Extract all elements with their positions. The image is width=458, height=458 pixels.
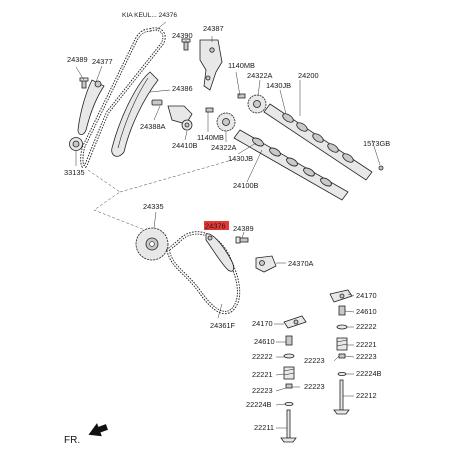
label-24410B[interactable]: 24410B xyxy=(172,141,198,150)
label-22223-left-2[interactable]: 22223 xyxy=(304,382,325,391)
label-24376-highlight[interactable]: 24376 xyxy=(205,222,226,231)
label-1140MB-top[interactable]: 1140MB xyxy=(228,61,255,70)
label-1430JB-mid[interactable]: 1430JB xyxy=(228,154,253,163)
camshaft-24200[interactable] xyxy=(263,103,373,181)
label-22221-left[interactable]: 22221 xyxy=(252,370,273,379)
label-22223-right[interactable]: 22223 xyxy=(356,352,377,361)
intake-valve-22211[interactable] xyxy=(280,409,297,443)
cam-sprocket-24322A-top[interactable] xyxy=(247,94,267,114)
exhaust-valve-22212[interactable] xyxy=(333,379,350,415)
label-22222-right[interactable]: 22222 xyxy=(356,322,377,331)
rocker-arm-24170-right[interactable] xyxy=(329,289,353,303)
label-1140MB-mid[interactable]: 1140MB xyxy=(197,133,224,142)
upper-timing-chain[interactable] xyxy=(80,27,166,169)
reference-line xyxy=(87,169,151,233)
label-24387[interactable]: 24387 xyxy=(203,24,224,33)
cam-sprocket-24322A-mid[interactable] xyxy=(216,112,236,132)
retainer-22222-left[interactable] xyxy=(283,353,295,359)
seat-22224B-left[interactable] xyxy=(284,401,294,406)
seat-22224B-right[interactable] xyxy=(337,371,347,376)
seal-22223-left[interactable] xyxy=(285,383,293,389)
front-direction-label: FR. xyxy=(64,435,80,446)
plug-1573GB[interactable] xyxy=(378,165,384,171)
label-24335[interactable]: 24335 xyxy=(143,202,164,211)
label-22212[interactable]: 22212 xyxy=(356,391,377,400)
front-arrow-icon xyxy=(88,423,108,437)
label-22224B-left[interactable]: 22224B xyxy=(246,400,272,409)
crank-sprocket-33135[interactable] xyxy=(69,137,83,151)
label-22221-right[interactable]: 22221 xyxy=(356,340,377,349)
label-24390[interactable]: 24390 xyxy=(172,31,193,40)
upper-chain-guide-24386[interactable] xyxy=(111,71,159,157)
label-22211[interactable]: 22211 xyxy=(254,423,274,432)
bracket-24387[interactable] xyxy=(199,39,223,91)
retainer-22222-right[interactable] xyxy=(336,324,348,330)
chain-guide-24376[interactable] xyxy=(205,233,234,272)
label-22223-left[interactable]: 22223 xyxy=(252,386,273,395)
bolt-24389-top[interactable] xyxy=(79,77,89,89)
leader-lines xyxy=(75,21,381,429)
bolt-1140MB-mid[interactable] xyxy=(205,107,214,113)
label-24610-left[interactable]: 24610 xyxy=(254,337,275,346)
label-24361F[interactable]: 24361F xyxy=(210,321,236,330)
label-24100B[interactable]: 24100B xyxy=(233,181,259,190)
label-24170-left[interactable]: 24170 xyxy=(252,319,273,328)
tensioner-24388A[interactable] xyxy=(151,99,193,125)
label-24322A-top[interactable]: 24322A xyxy=(247,71,273,80)
spring-22221-left[interactable] xyxy=(283,366,295,380)
part-labels: 24387 24390 24389 24377 24386 1140MB 243… xyxy=(64,24,390,432)
timing-chain-24361F[interactable] xyxy=(166,231,241,315)
sprocket-24410B[interactable] xyxy=(181,119,193,131)
upper-tensioner-lever-24377[interactable] xyxy=(77,79,105,135)
label-24610-right[interactable]: 24610 xyxy=(356,307,377,316)
label-24377[interactable]: 24377 xyxy=(92,57,113,66)
label-24322A-mid[interactable]: 24322A xyxy=(211,143,237,152)
lash-adjuster-24610-right[interactable] xyxy=(338,305,346,316)
seal-22223-right[interactable] xyxy=(338,353,346,359)
bolt-1140MB-top[interactable] xyxy=(237,93,246,99)
spring-22221-right[interactable] xyxy=(336,337,348,351)
label-1573GB[interactable]: 1573GB xyxy=(363,139,390,148)
reference-line xyxy=(119,159,233,193)
label-24389-mid[interactable]: 24389 xyxy=(233,224,254,233)
label-24386[interactable]: 24386 xyxy=(172,84,193,93)
label-22224B-right[interactable]: 22224B xyxy=(356,369,382,378)
camshaft-24100B[interactable] xyxy=(233,129,349,201)
breadcrumb-title: KIA KEUL... 24376 xyxy=(122,12,177,19)
highlight-badge xyxy=(204,221,229,230)
label-1430JB-top[interactable]: 1430JB xyxy=(266,81,291,90)
label-33135[interactable]: 33135 xyxy=(64,168,85,177)
label-24170-right[interactable]: 24170 xyxy=(356,291,377,300)
crank-sprocket-24335[interactable] xyxy=(135,227,169,261)
label-22223-center[interactable]: 22223 xyxy=(304,356,325,365)
label-24388A[interactable]: 24388A xyxy=(140,122,166,131)
bolt-24389-mid[interactable] xyxy=(235,236,249,244)
label-24370A[interactable]: 24370A xyxy=(288,259,314,268)
tensioner-24370A[interactable] xyxy=(255,255,277,273)
label-22222-left[interactable]: 22222 xyxy=(252,352,273,361)
rocker-arm-24170-left[interactable] xyxy=(283,315,307,329)
label-24200[interactable]: 24200 xyxy=(298,71,319,80)
label-24389-top[interactable]: 24389 xyxy=(67,55,88,64)
lash-adjuster-24610-left[interactable] xyxy=(285,335,293,346)
